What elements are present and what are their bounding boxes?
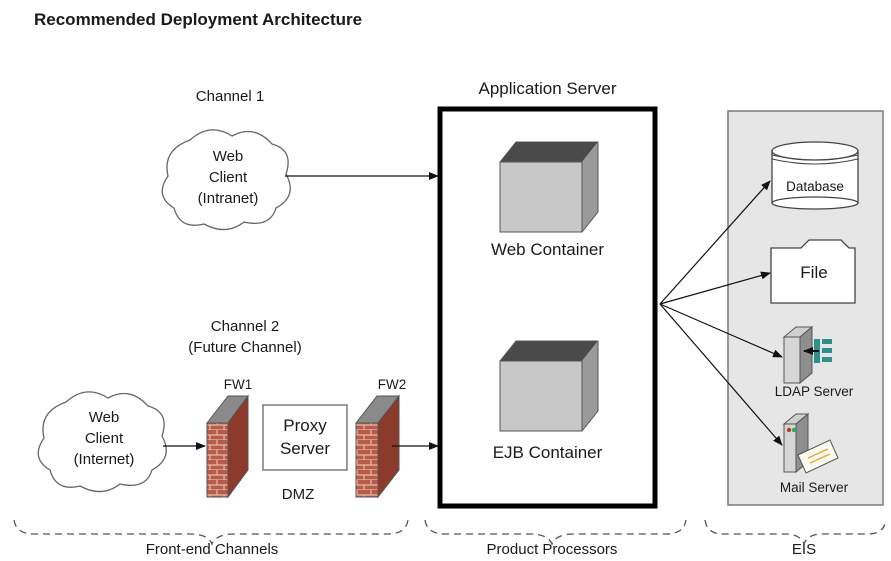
front-end-channels-label: Front-end Channels [145, 541, 279, 558]
ldap-server-icon [782, 325, 832, 385]
firewall-fw2-icon [354, 394, 401, 499]
web-client-internet-label: Web Client (Internet) [64, 407, 144, 470]
channel-2-label: Channel 2 (Future Channel) [170, 316, 320, 358]
front-end-brace [13, 519, 409, 546]
application-server-title: Application Server [478, 79, 617, 98]
ejb-container-label: EJB Container [492, 443, 603, 462]
client-line: Web [88, 409, 120, 426]
product-processors-label: Product Processors [486, 541, 618, 558]
diagram-title: Recommended Deployment Architecture [34, 10, 363, 29]
dmz-label: DMZ [281, 486, 315, 503]
web-container-label: Web Container [490, 240, 605, 259]
mail-server-icon [782, 412, 839, 474]
client-line: Client [84, 430, 124, 447]
ejb-container-cube-icon [499, 340, 599, 432]
firewall-fw1-icon [205, 394, 249, 499]
proxy-server-label: Proxy Server [263, 414, 347, 460]
channel-2-line: Channel 2 [210, 318, 280, 335]
channel-2-line: (Future Channel) [188, 339, 302, 356]
client-line: (Intranet) [197, 190, 259, 207]
file-folder-icon [770, 239, 856, 304]
web-client-intranet-cloud-icon [161, 129, 291, 231]
database-label: Database [786, 179, 844, 194]
fw1-label: FW1 [223, 377, 253, 392]
proxy-server-box [262, 404, 348, 471]
app-to-database-arrow [659, 180, 771, 305]
client-line: Web [212, 148, 244, 165]
web-container-cube-icon [499, 141, 599, 233]
channel-1-label: Channel 1 [195, 88, 265, 105]
eis-brace [704, 519, 887, 546]
web-client-intranet-label: Web Client (Intranet) [188, 146, 268, 209]
proxy-line: Server [279, 439, 331, 458]
client-line: Client [208, 169, 248, 186]
connectors [163, 172, 783, 450]
file-label: File [800, 263, 828, 282]
eis-group-label: EIS [791, 541, 817, 558]
proxy-line: Proxy [283, 416, 327, 435]
fw2-label: FW2 [377, 377, 407, 392]
ldap-server-label: LDAP Server [774, 384, 854, 399]
product-brace [424, 519, 687, 546]
group-braces [13, 519, 887, 546]
app-to-mail-arrow [659, 303, 783, 446]
web-client-internet-cloud-icon [37, 391, 167, 493]
database-icon [771, 141, 859, 210]
app-to-file-arrow [659, 271, 771, 305]
mail-server-label: Mail Server [779, 480, 849, 495]
client-line: (Internet) [73, 451, 135, 468]
app-to-ldap-arrow [659, 303, 783, 358]
